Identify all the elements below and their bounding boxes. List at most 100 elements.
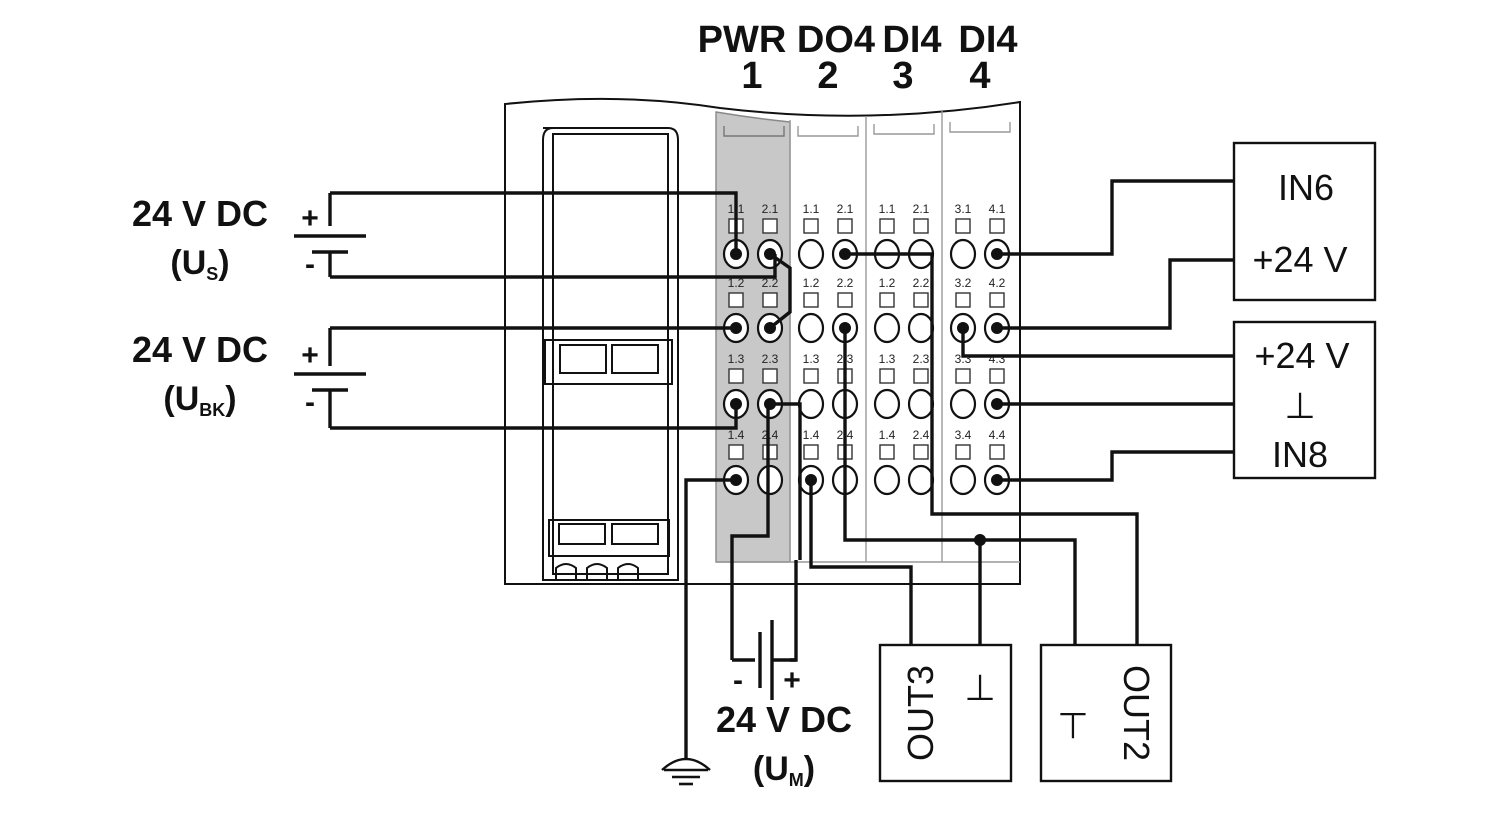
in6-label: IN6 xyxy=(1278,167,1334,208)
terminal-release-square xyxy=(803,444,819,460)
module-3-number: 3 xyxy=(892,55,913,97)
terminal-release-square xyxy=(803,218,819,234)
connection-dots xyxy=(730,248,1003,546)
in8-supply-label: +24 V xyxy=(1254,335,1349,376)
box-in8: +24 V ⊥ IN8 xyxy=(1232,320,1377,480)
terminal-release-square xyxy=(913,444,929,460)
terminal-label: 2.1 xyxy=(762,202,779,216)
terminal-point xyxy=(907,388,935,420)
terminal-release-square xyxy=(728,368,744,384)
terminal-release-square xyxy=(879,444,895,460)
terminal-release-square xyxy=(762,444,778,460)
out3-ground-label: ⊥ xyxy=(964,667,995,708)
um-voltage: 24 V DC xyxy=(716,699,852,740)
terminal-label: 1.2 xyxy=(803,276,820,290)
device-housing xyxy=(504,97,1021,585)
terminal-point xyxy=(797,238,825,270)
terminal-label: 4.1 xyxy=(989,202,1006,216)
terminal-label: 3.4 xyxy=(955,428,972,442)
terminal-release-square xyxy=(913,368,929,384)
terminal-point xyxy=(873,464,901,496)
terminal-release-square xyxy=(955,368,971,384)
ubk-minus: - xyxy=(305,386,315,419)
module-2-number: 2 xyxy=(817,55,838,97)
us-plus: + xyxy=(301,202,319,235)
ground-icon xyxy=(661,757,711,786)
terminal-release-square xyxy=(803,292,819,308)
terminal-release-square xyxy=(879,218,895,234)
terminal-point xyxy=(949,238,977,270)
ubk-label: (UBK) xyxy=(163,380,236,420)
terminal-release-square xyxy=(728,444,744,460)
terminal-release-square xyxy=(879,292,895,308)
terminal-label: 2.2 xyxy=(762,276,779,290)
terminal-release-square xyxy=(989,444,1005,460)
terminal-label: 1.1 xyxy=(879,202,896,216)
terminal-label: 4.3 xyxy=(989,352,1006,366)
terminal-release-square xyxy=(955,292,971,308)
module-2-name: DO4 xyxy=(797,19,875,61)
out2-label: OUT2 xyxy=(1116,665,1157,761)
supply-us: + - 24 V DC (US) xyxy=(132,193,366,284)
terminal-point xyxy=(873,388,901,420)
terminal-point xyxy=(797,388,825,420)
terminal-label: 2.2 xyxy=(837,276,854,290)
us-label: (US) xyxy=(170,244,229,284)
in8-ground-label: ⊥ xyxy=(1284,385,1315,426)
terminal-release-square xyxy=(989,368,1005,384)
terminal-label: 1.3 xyxy=(728,352,745,366)
terminal-release-square xyxy=(913,218,929,234)
in6-supply-label: +24 V xyxy=(1252,239,1347,280)
terminal-release-square xyxy=(762,218,778,234)
terminal-release-square xyxy=(989,292,1005,308)
terminal-release-square xyxy=(803,368,819,384)
terminal-point xyxy=(756,464,784,496)
terminal-label: 1.2 xyxy=(879,276,896,290)
terminal-label: 1.2 xyxy=(728,276,745,290)
us-voltage: 24 V DC xyxy=(132,193,268,234)
terminal-point xyxy=(907,464,935,496)
module-headers: PWR 1 DO4 2 DI4 3 DI4 4 xyxy=(698,19,1018,97)
terminal-label: 1.1 xyxy=(803,202,820,216)
terminal-release-square xyxy=(837,218,853,234)
terminal-point xyxy=(907,312,935,344)
terminal-label: 3.2 xyxy=(955,276,972,290)
terminal-label: 2.2 xyxy=(913,276,930,290)
terminal-label: 2.3 xyxy=(913,352,930,366)
terminal-release-square xyxy=(955,218,971,234)
terminal-release-square xyxy=(989,218,1005,234)
terminal-point xyxy=(873,312,901,344)
terminal-release-square xyxy=(955,444,971,460)
box-out3: OUT3 ⊥ xyxy=(878,643,1013,783)
ubk-plus: + xyxy=(301,339,319,372)
terminal-label: 4.4 xyxy=(989,428,1006,442)
supply-um: - + 24 V DC (UM) xyxy=(716,620,852,790)
terminal-release-square xyxy=(837,292,853,308)
terminal-label: 2.4 xyxy=(913,428,930,442)
out2-ground-label: ⊥ xyxy=(1057,705,1088,746)
terminal-release-square xyxy=(879,368,895,384)
um-plus: + xyxy=(783,664,801,697)
terminal-point xyxy=(797,312,825,344)
box-in6: IN6 +24 V xyxy=(1232,141,1377,302)
in8-label: IN8 xyxy=(1272,434,1328,475)
module-3-name: DI4 xyxy=(882,19,941,61)
module-1-number: 1 xyxy=(741,55,762,97)
supply-ubk: + - 24 V DC (UBK) xyxy=(132,328,366,428)
module-1-name: PWR xyxy=(698,19,787,61)
terminal-release-square xyxy=(728,292,744,308)
terminal-label: 1.3 xyxy=(803,352,820,366)
terminal-label: 1.4 xyxy=(728,428,745,442)
terminal-label: 2.3 xyxy=(762,352,779,366)
terminal-release-square xyxy=(913,292,929,308)
terminal-release-square xyxy=(762,368,778,384)
terminal-label: 2.1 xyxy=(837,202,854,216)
us-minus: - xyxy=(305,248,315,281)
module-4-name: DI4 xyxy=(958,19,1017,61)
out3-label: OUT3 xyxy=(900,665,941,761)
terminal-release-square xyxy=(762,292,778,308)
terminal-point xyxy=(949,388,977,420)
terminal-label: 1.3 xyxy=(879,352,896,366)
um-label: (UM) xyxy=(753,750,815,790)
